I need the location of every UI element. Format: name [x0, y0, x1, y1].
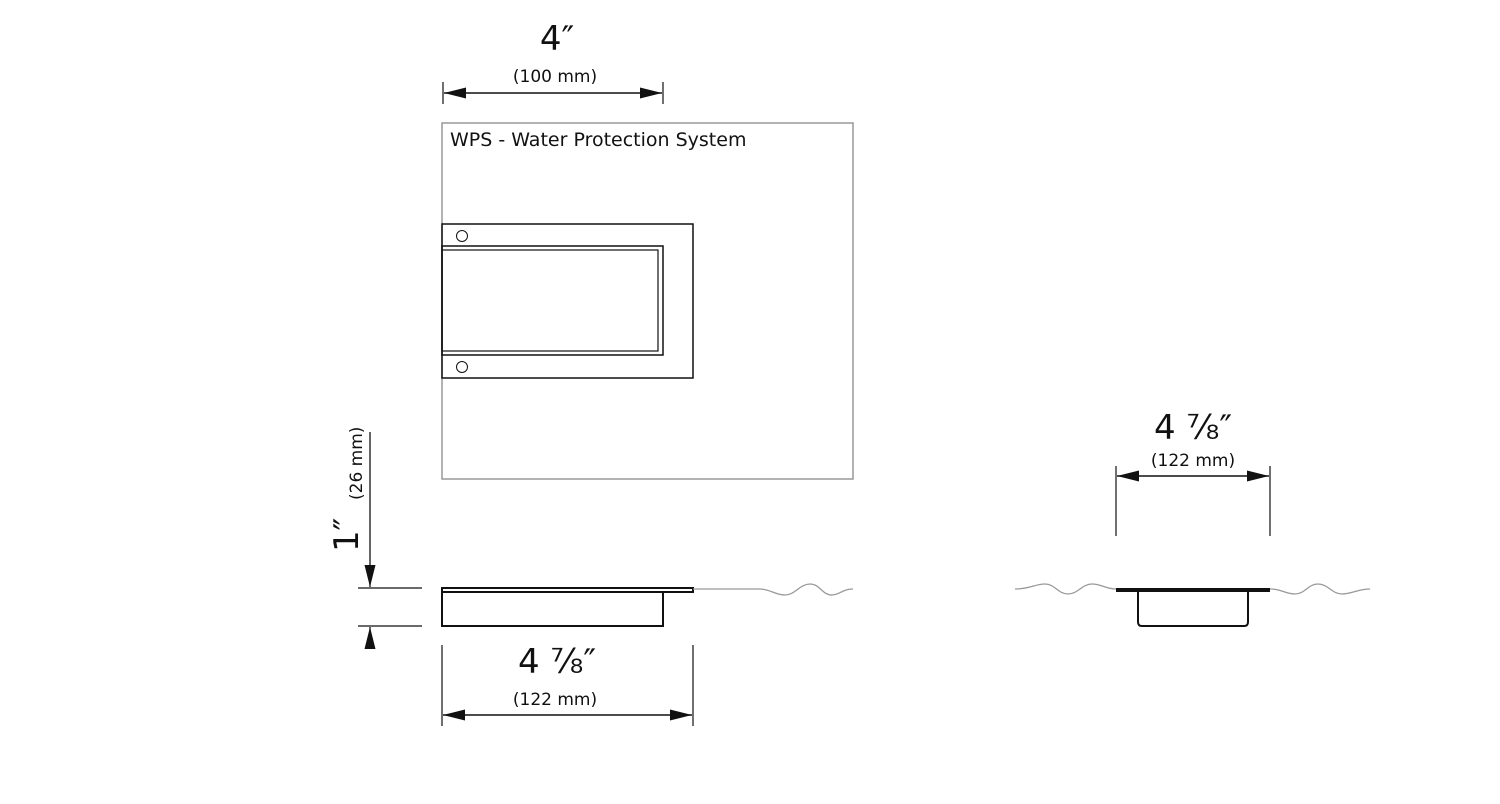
- side-width-imperial: 4 ⅞″: [518, 642, 596, 682]
- top-width-dimension: 4″ (100 mm): [442, 19, 664, 104]
- right-width-imperial: 4 ⅞″: [1154, 408, 1232, 448]
- height-imperial: 1″: [327, 518, 367, 552]
- floor-break-line: [1269, 583, 1371, 595]
- side-width-metric: (122 mm): [513, 690, 597, 710]
- right-width-metric: (122 mm): [1151, 451, 1235, 471]
- screw-hole-icon: [456, 361, 468, 373]
- body-profile: [1137, 592, 1249, 627]
- drain-channel-inner: [441, 249, 659, 352]
- side-view-left: 1″ (26 mm) 4 ⅞″ (122 mm): [327, 427, 854, 726]
- top-width-metric: (100 mm): [513, 67, 597, 87]
- drain-channel-outer: [441, 245, 664, 356]
- flange-profile: [1116, 588, 1270, 592]
- floor-break-line: [1014, 583, 1117, 595]
- height-metric: (26 mm): [347, 427, 367, 500]
- top-view-title: WPS - Water Protection System: [450, 129, 746, 151]
- side-view-right: 4 ⅞″ (122 mm): [1014, 408, 1371, 627]
- top-view: WPS - Water Protection System: [441, 122, 854, 480]
- body-profile: [441, 591, 664, 627]
- top-width-imperial: 4″: [540, 19, 574, 59]
- floor-break-line: [693, 583, 854, 596]
- protection-sheet-outline: [441, 122, 854, 480]
- screw-hole-icon: [456, 230, 468, 242]
